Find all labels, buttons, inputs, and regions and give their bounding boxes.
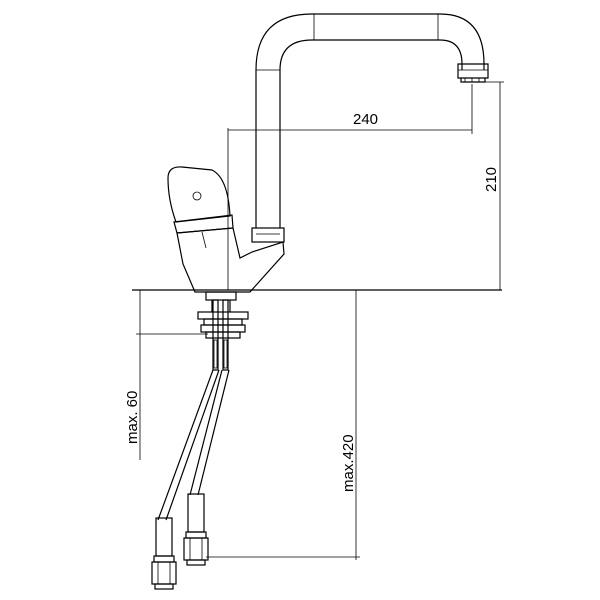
dimension-hose-length-label: max.420	[340, 434, 357, 492]
dimension-hose-length: max.420	[206, 290, 360, 560]
flexible-hoses	[151, 369, 230, 590]
mounting-hardware	[197, 291, 249, 371]
dimension-height-label: 210	[483, 167, 500, 192]
dimension-thickness-label: max. 60	[124, 391, 141, 444]
spout	[251, 13, 489, 243]
dimension-reach-label: 240	[353, 111, 378, 128]
dimension-reach: 240	[227, 84, 473, 290]
dimension-height: 210	[464, 81, 504, 290]
mixer-body	[167, 166, 285, 293]
dimension-thickness: max. 60	[124, 290, 208, 460]
